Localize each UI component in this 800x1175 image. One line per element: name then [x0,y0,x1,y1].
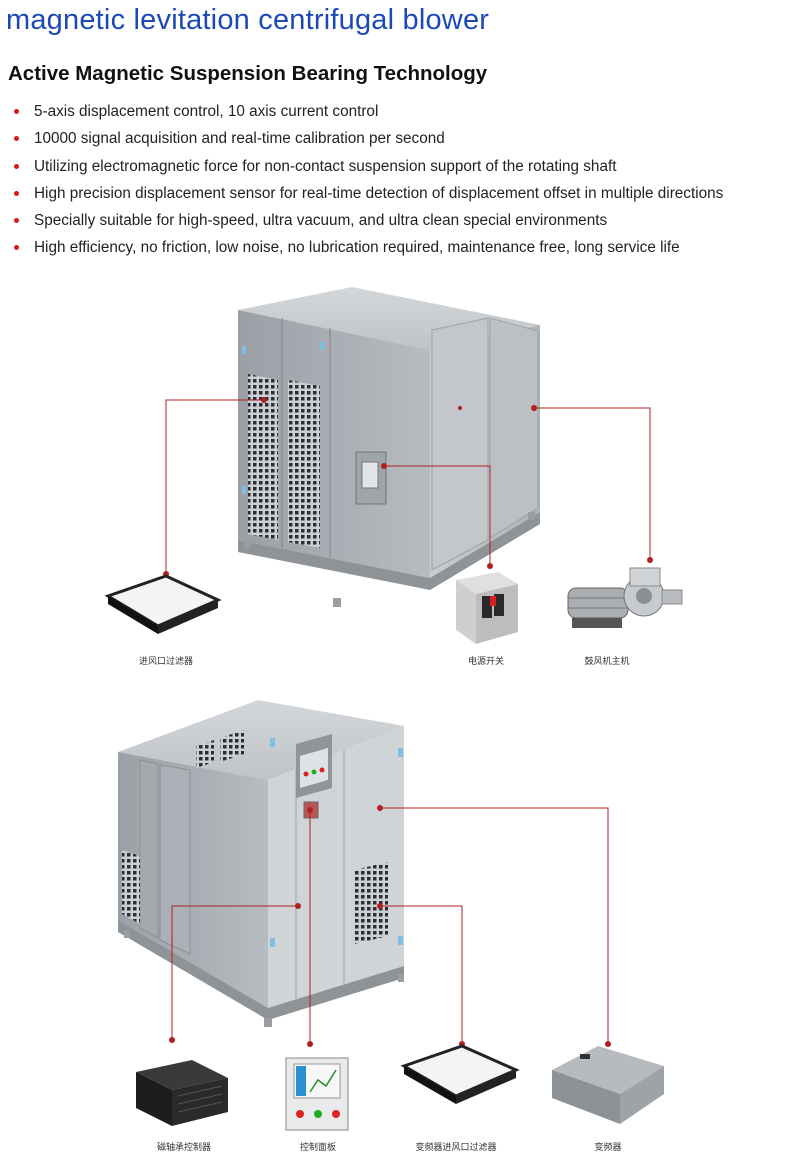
feature-item: 5-axis displacement control, 10 axis cur… [12,100,723,127]
feature-item: Utilizing electromagnetic force for non-… [12,155,723,182]
caption-power-switch: 电源开关 [468,655,504,667]
caption-control-panel: 控制面板 [300,1141,336,1153]
vfd-inlet-filter-image [400,1044,520,1104]
blower-cabinet-top [238,287,540,607]
vent-grille [248,374,278,540]
page-title: magnetic levitation centrifugal blower [6,4,490,36]
feature-text: 10000 signal acquisition and real-time c… [34,130,445,148]
inlet-filter-image [104,574,222,634]
vent-grille [288,380,320,548]
bullet-icon [14,109,19,114]
feature-item: Specially suitable for high-speed, ultra… [12,209,723,236]
caption-inlet-filter: 进风口过滤器 [139,655,193,667]
feature-text: Utilizing electromagnetic force for non-… [34,157,617,175]
feature-text: High efficiency, no friction, low noise,… [34,239,680,257]
leader-dots-bottom [169,805,611,1047]
caption-vfd-inlet-filter: 变频器进风口过滤器 [415,1141,496,1153]
feature-text: High precision displacement sensor for r… [34,184,724,202]
bullet-icon [14,218,19,224]
feature-item: High precision displacement sensor for r… [12,182,723,209]
feature-text: 5-axis displacement control, 10 axis cur… [34,103,379,120]
feature-item: High efficiency, no friction, low noise,… [12,236,723,263]
control-panel-image [285,1057,349,1131]
blower-main-image [567,567,683,628]
leader-dots-top [163,397,653,577]
section-subtitle: Active Magnetic Suspension Bearing Techn… [8,62,488,85]
vent-grille [354,862,388,944]
blower-cabinet-bottom [118,700,404,1027]
leader-lines-bottom [171,807,609,1044]
bullet-icon [14,190,19,196]
bullet-icon [14,163,19,169]
caption-blower-main: 鼓风机主机 [584,655,629,667]
caption-bearing-controller: 磁轴承控制器 [157,1141,211,1153]
leader-lines-top [165,399,651,574]
bullet-icon [14,245,19,251]
feature-text: Specially suitable for high-speed, ultra… [34,212,608,230]
caption-frequency-converter: 变频器 [594,1141,621,1153]
power-switch-image [456,572,518,644]
bullet-icon [14,136,19,142]
feature-item: 10000 signal acquisition and real-time c… [12,127,723,154]
vent-grille [122,850,140,924]
bearing-controller-image [136,1060,228,1126]
feature-list: 5-axis displacement control, 10 axis cur… [12,100,723,264]
frequency-converter-image [552,1046,664,1124]
